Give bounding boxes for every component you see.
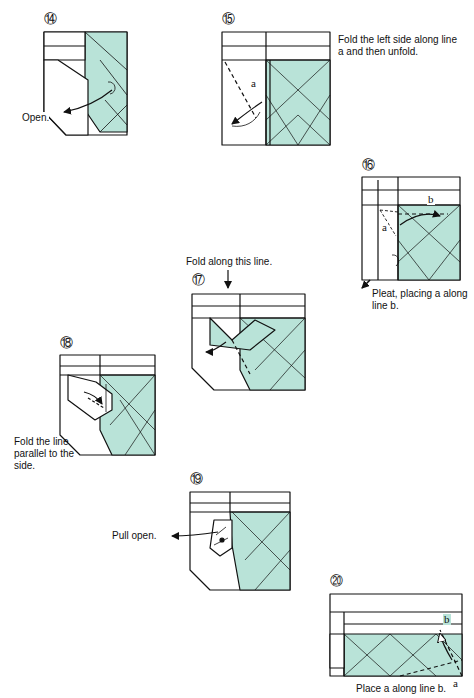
step-number: ⑳ — [330, 574, 343, 588]
instruction-note: Fold the line parallel to the side. — [14, 436, 78, 472]
step-number: ⑯ — [362, 158, 375, 172]
step-number: ⑰ — [192, 273, 205, 287]
instruction-note: Fold along this line. — [186, 256, 272, 268]
step-number: ⑲ — [190, 472, 203, 486]
instruction-note: Open. — [22, 112, 49, 124]
instruction-note: Fold the left side along line a and then… — [338, 34, 464, 58]
line-label: a — [452, 678, 459, 689]
step-number: ⑮ — [222, 12, 235, 26]
line-label: b — [427, 194, 435, 205]
instruction-note: Pull open. — [112, 530, 156, 542]
line-label: b — [443, 614, 451, 625]
instruction-note: Place a along line b. — [356, 683, 446, 695]
step-number: ⑭ — [44, 12, 57, 26]
instruction-note: Pleat, placing a along line b. — [372, 288, 470, 312]
line-label: a — [381, 222, 388, 233]
line-label: a — [250, 78, 257, 89]
step-number: ⑱ — [60, 336, 73, 350]
